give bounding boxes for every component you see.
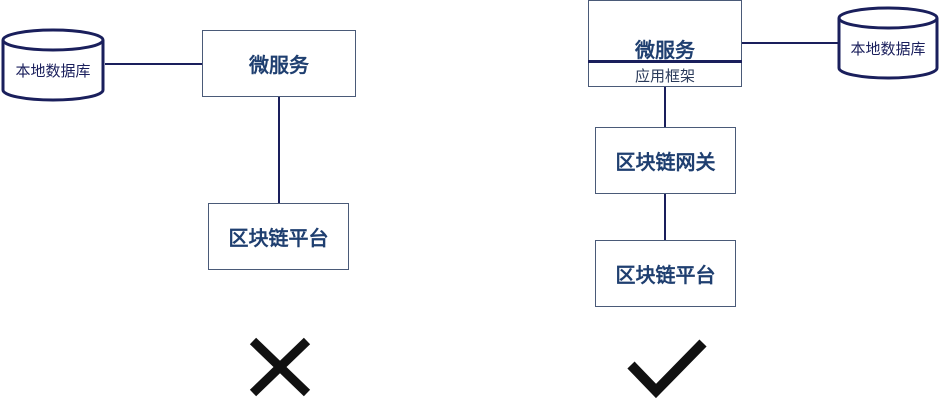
- right-microservice-label: 微服务: [635, 38, 695, 62]
- right-blockchain-platform-label: 区块链平台: [615, 263, 716, 287]
- left-microservice-box: 微服务: [202, 30, 356, 97]
- right-microservice-box: 微服务: [588, 0, 742, 87]
- right-app-framework-label: 应用框架: [634, 66, 695, 85]
- right-blockchain-gateway-box: 区块链网关: [595, 127, 736, 194]
- right-blockchain-platform-box: 区块链平台: [595, 240, 736, 307]
- left-database-label: 本地数据库: [15, 62, 91, 80]
- right-blockchain-gateway-label: 区块链网关: [615, 150, 716, 174]
- database-cylinder-icon: [1, 28, 105, 102]
- left-microservice-label: 微服务: [249, 53, 309, 77]
- cross-icon: [249, 337, 311, 397]
- check-icon: [627, 339, 707, 399]
- left-blockchain-platform-box: 区块链平台: [208, 203, 349, 270]
- left-db-connector: [105, 63, 203, 65]
- right-upper-vertical-connector: [664, 87, 666, 127]
- right-database-label: 本地数据库: [850, 40, 926, 58]
- left-blockchain-platform-label: 区块链平台: [228, 226, 329, 250]
- right-lower-vertical-connector: [664, 194, 666, 240]
- left-vertical-connector: [278, 97, 280, 203]
- database-cylinder-icon: [837, 6, 939, 80]
- right-app-framework: 应用框架: [588, 63, 742, 87]
- left-database: 本地数据库: [0, 28, 106, 102]
- right-db-connector: [742, 42, 838, 44]
- right-database: 本地数据库: [836, 6, 940, 80]
- right-framework-divider: [588, 60, 742, 63]
